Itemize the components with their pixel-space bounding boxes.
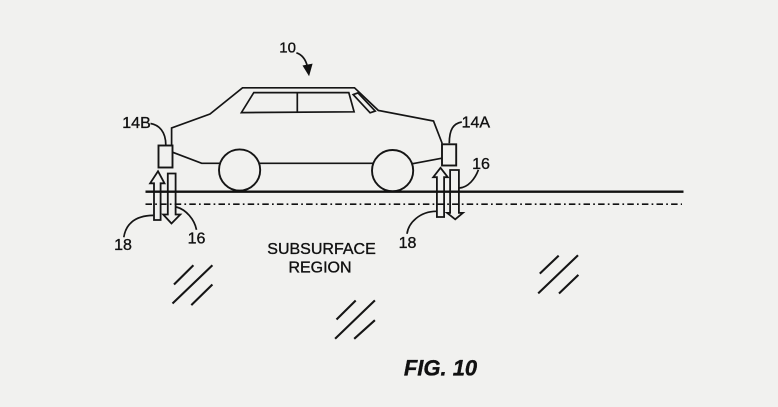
svg-text:10: 10 xyxy=(279,39,296,56)
svg-text:18: 18 xyxy=(399,235,417,252)
svg-text:FIG. 10: FIG. 10 xyxy=(404,355,478,380)
svg-text:16: 16 xyxy=(472,156,490,173)
svg-text:16: 16 xyxy=(188,231,206,248)
svg-text:18: 18 xyxy=(114,237,132,254)
svg-text:14A: 14A xyxy=(462,114,491,131)
svg-text:REGION: REGION xyxy=(288,260,351,277)
svg-text:SUBSURFACE: SUBSURFACE xyxy=(267,241,375,258)
svg-text:14B: 14B xyxy=(122,115,150,132)
